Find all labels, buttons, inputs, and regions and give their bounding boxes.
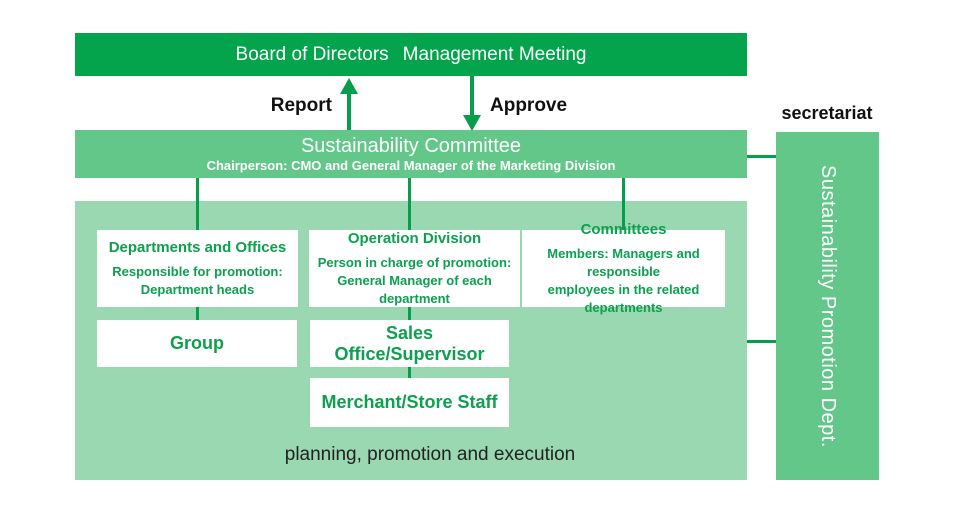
board-management-bar: Board of Directors Management Meeting: [75, 33, 747, 76]
management-meeting-label: Management Meeting: [402, 43, 587, 65]
down-arrow-head-icon: [463, 115, 481, 131]
connector-line-operation-to-sales: [408, 307, 411, 320]
departments-and-offices-box: Departments and Offices Responsible for …: [97, 230, 298, 307]
box-line: Person in charge of promotion:: [317, 254, 512, 270]
group-box: Group: [97, 320, 297, 367]
up-arrow-icon: [347, 93, 351, 130]
connector-line-committee-to-committees: [622, 178, 625, 230]
panel-footer-text: planning, promotion and execution: [284, 444, 576, 465]
approve-label: Approve: [490, 95, 568, 116]
connector-line-committee-to-departments: [196, 178, 199, 230]
operation-division-box: Operation Division Person in charge of p…: [309, 230, 520, 307]
box-line: Department heads: [140, 281, 255, 297]
box-line: Members: Managers and responsible: [547, 245, 700, 279]
sustainability-committee-bar: Sustainability Committee Chairperson: CM…: [75, 130, 747, 178]
box-line: employees in the related departments: [547, 281, 700, 315]
secretariat-label: secretariat: [781, 103, 873, 123]
sales-office-supervisor-box: Sales Office/Supervisor: [310, 320, 509, 367]
sustainability-promotion-dept-label: Sustainability Promotion Dept.: [817, 164, 839, 448]
connector-line-committee-to-secretariat: [747, 155, 776, 158]
up-arrow-head-icon: [340, 78, 358, 94]
box-line: Responsible for promotion:: [112, 263, 283, 279]
down-arrow-icon: [470, 76, 474, 117]
report-label: Report: [270, 95, 332, 116]
connector-line-committee-to-operation: [408, 178, 411, 230]
committee-subtitle: Chairperson: CMO and General Manager of …: [206, 157, 616, 173]
connector-line-panel-to-secretariat: [747, 340, 776, 343]
merchant-store-staff-box: Merchant/Store Staff: [310, 378, 509, 427]
box-line: General Manager of each department: [337, 272, 492, 306]
board-of-directors-label: Board of Directors: [235, 43, 389, 65]
committee-title: Sustainability Committee: [300, 134, 522, 157]
box-title: Operation Division: [347, 229, 482, 247]
box-title: Committees: [580, 220, 667, 238]
connector-line-sales-to-merchant: [408, 367, 411, 378]
committees-box: Committees Members: Managers and respons…: [522, 221, 725, 315]
connector-line-departments-to-group: [196, 307, 199, 320]
box-title: Departments and Offices: [108, 238, 287, 256]
sustainability-promotion-dept-box: Sustainability Promotion Dept.: [776, 132, 879, 480]
